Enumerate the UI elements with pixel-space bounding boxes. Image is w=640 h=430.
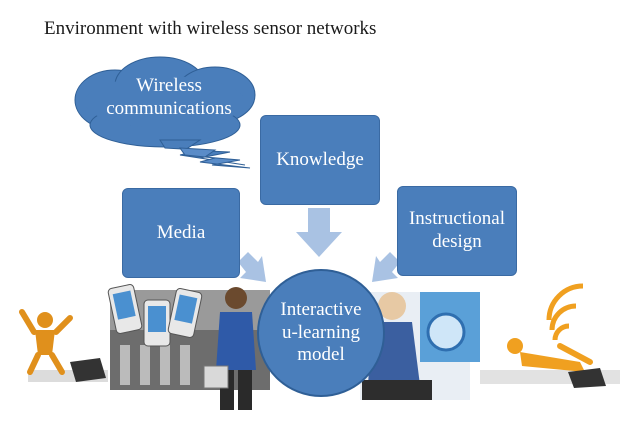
knowledge-box: Knowledge (260, 115, 380, 205)
lightning-bolt-icon (178, 147, 251, 169)
instructional-label-line2: design (432, 231, 482, 252)
phone-icon (167, 288, 203, 338)
instructional-label-line1: Instructional (408, 208, 506, 230)
knowledge-label: Knowledge (276, 148, 364, 170)
cloud-label: Wireless communications (84, 75, 254, 121)
cloud-label-line2: communications (106, 97, 232, 119)
center-label-line3: model (297, 344, 345, 366)
media-photo-collage (107, 284, 270, 410)
phone-icon (107, 284, 143, 334)
diagonal-arrow-icon (372, 252, 400, 282)
phone-icon (143, 299, 171, 347)
media-label: Media (156, 221, 206, 243)
down-arrow-icon (296, 208, 342, 257)
diagonal-arrow-icon (238, 252, 266, 282)
page-title: Environment with wireless sensor network… (44, 18, 377, 39)
cloud-shape (74, 56, 256, 148)
reclining-figure-wifi (480, 283, 620, 388)
cloud-label-line1: Wireless (136, 75, 202, 96)
media-box: Media (122, 188, 240, 278)
instructional-design-box: Instructional design (397, 186, 517, 276)
center-label-line2: u-learning (281, 321, 361, 343)
student-laptop-figure (19, 309, 108, 382)
center-label-line1: Interactive (280, 298, 362, 320)
u-learning-model-circle: Interactive u-learning model (257, 269, 385, 397)
